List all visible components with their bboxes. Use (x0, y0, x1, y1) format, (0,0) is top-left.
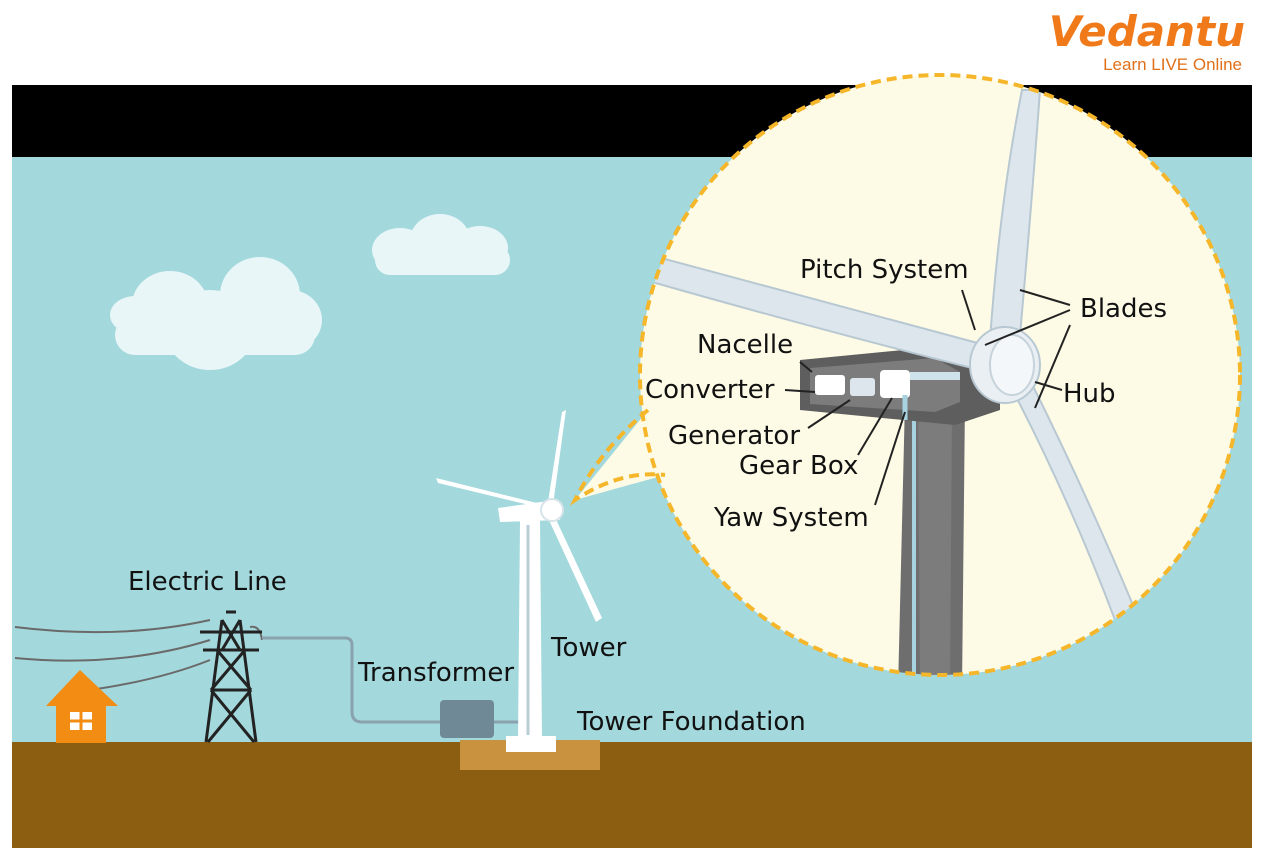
ground (12, 742, 1252, 848)
transformer-box (440, 700, 494, 738)
cloud-left (110, 257, 322, 370)
label-tower: Tower (550, 633, 627, 663)
electric-wires (14, 619, 263, 691)
label-generator: Generator (668, 421, 800, 451)
label-hub: Hub (1063, 379, 1116, 409)
label-nacelle: Nacelle (697, 330, 793, 360)
label-transformer: Transformer (357, 658, 514, 688)
label-yaw-system: Yaw System (713, 503, 869, 533)
pylon-icon (200, 610, 262, 743)
label-electric-line: Electric Line (128, 567, 287, 597)
label-tower-foundation: Tower Foundation (576, 707, 806, 737)
vedantu-logo: Vedantu Learn LIVE Online (1049, 7, 1245, 74)
diagram-labels: Electric Line Transformer Tower Tower Fo… (128, 255, 1167, 737)
gearbox-part (880, 370, 910, 398)
callout-bubble (569, 73, 1242, 677)
label-blades: Blades (1080, 294, 1167, 324)
cloud-small (372, 214, 510, 275)
generator-part (850, 378, 875, 396)
logo-tagline: Learn LIVE Online (1103, 55, 1242, 74)
label-converter: Converter (645, 375, 775, 405)
house-icon (46, 670, 118, 743)
label-pitch-system: Pitch System (800, 255, 969, 285)
callout-border (638, 73, 1242, 677)
leader-lines (784, 289, 1071, 506)
small-turbine (436, 410, 602, 740)
power-cable (262, 636, 440, 724)
converter-part (815, 375, 845, 395)
label-gear-box: Gear Box (739, 451, 858, 481)
logo-wordmark: Vedantu (1049, 7, 1245, 56)
zoom-view (643, 89, 1137, 675)
